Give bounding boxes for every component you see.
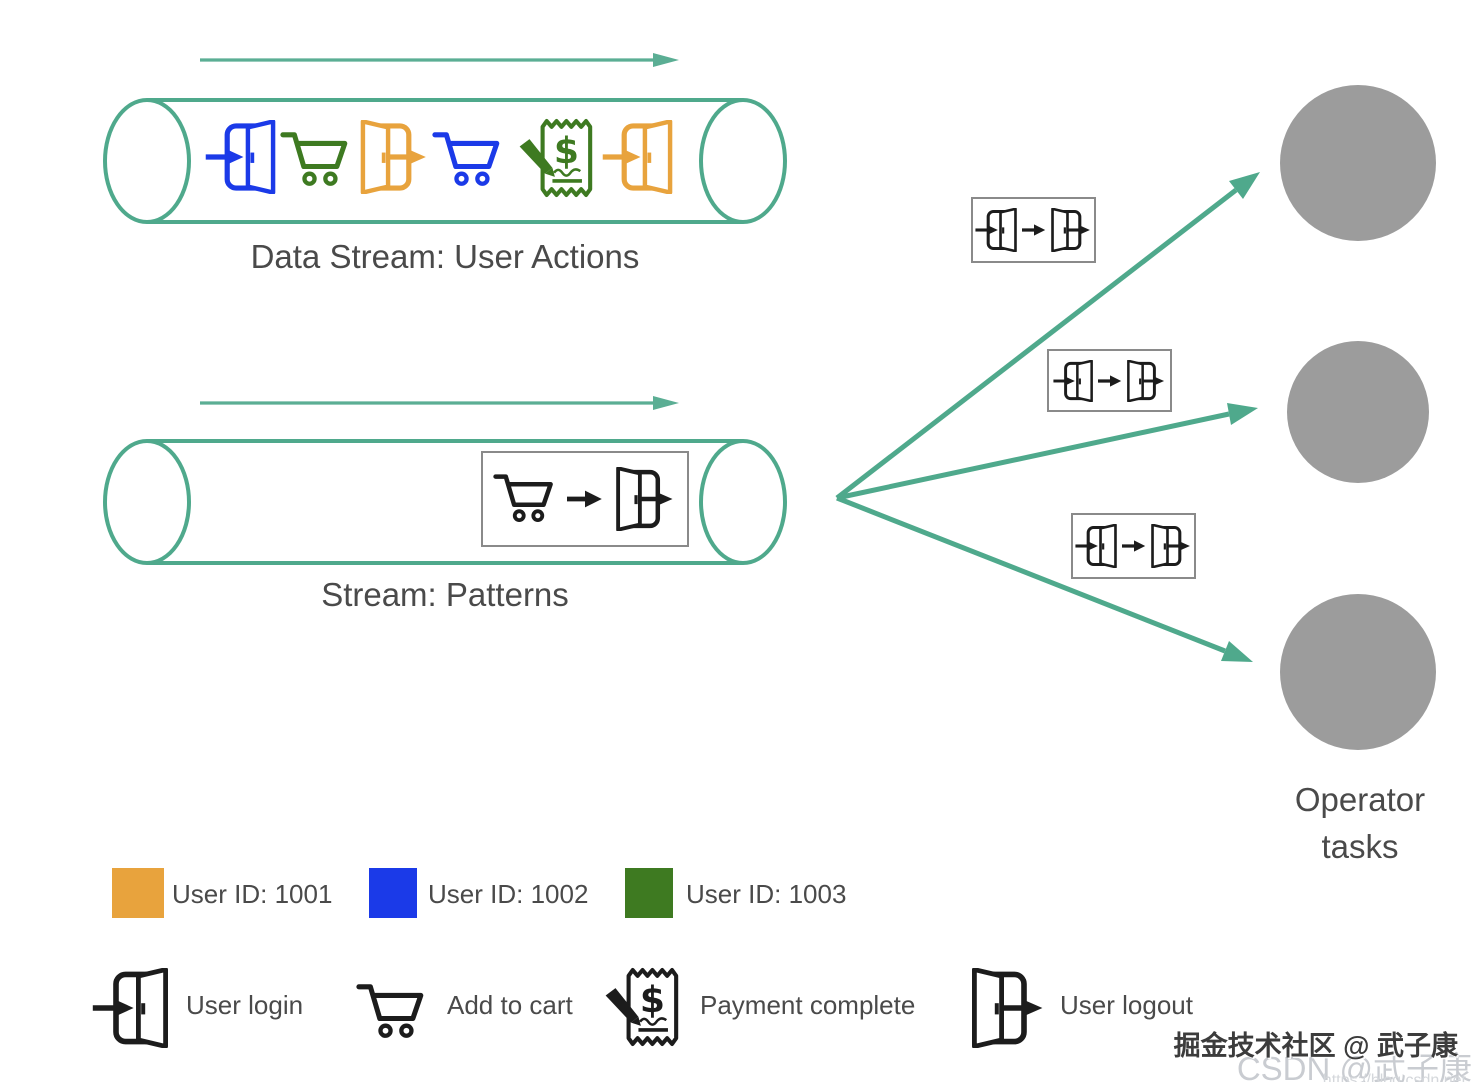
- user-login-icon: [1075, 524, 1119, 568]
- operator-label-line2: tasks: [1321, 828, 1399, 865]
- legend-icon: [604, 966, 686, 1048]
- legend-icon-label: Payment complete: [700, 990, 916, 1020]
- user-login-icon: [92, 968, 172, 1048]
- patterns-stream-cylinder: [103, 439, 787, 565]
- user-color-swatch: [112, 868, 164, 918]
- user-color-label: User ID: 1002: [428, 879, 589, 909]
- operator-task-circle-1: [1280, 85, 1436, 241]
- user-color-swatch: [369, 868, 417, 918]
- watermark-url: https://blog.csdn.net: [1322, 1072, 1466, 1082]
- pattern-box-main: [481, 451, 689, 547]
- stream-event: [432, 124, 504, 196]
- add-to-cart-icon: [356, 976, 428, 1048]
- arrow-right-icon: [567, 489, 603, 509]
- legend-icon: [968, 968, 1048, 1048]
- flow-direction-arrow-top: [200, 53, 679, 67]
- legend-icon: [356, 976, 428, 1048]
- add-to-cart-icon: [280, 124, 352, 196]
- user-logout-icon: [357, 120, 431, 194]
- fanout-arrows: [835, 172, 1260, 662]
- stream-event: [205, 120, 279, 194]
- legend-icon: [92, 968, 172, 1048]
- watermark-juejin: 掘金技术社区 @ 武子康: [1173, 1031, 1458, 1061]
- flow-direction-arrow-bottom: [200, 396, 679, 410]
- legend-icon-label: User logout: [1060, 990, 1193, 1020]
- user-color-label: User ID: 1001: [172, 879, 333, 909]
- operator-tasks-label: Operator tasks: [1240, 776, 1474, 870]
- stream-event: [518, 117, 600, 199]
- operator-label-line1: Operator: [1294, 781, 1426, 818]
- task-pattern-box: [1047, 349, 1172, 412]
- operator-task-circle-2: [1287, 341, 1429, 483]
- watermark-csdn: CSDN @武子康: [1236, 1050, 1472, 1082]
- legend-icon-label: Add to cart: [447, 990, 573, 1020]
- user-login-icon: [975, 208, 1019, 252]
- operator-task-circle-3: [1280, 594, 1436, 750]
- payment-complete-icon: [518, 117, 600, 199]
- arrow-right-icon: [1022, 223, 1046, 237]
- user-login-icon: [602, 120, 676, 194]
- payment-complete-icon: [604, 966, 686, 1048]
- user-actions-stream-label: Data Stream: User Actions: [250, 238, 640, 275]
- add-to-cart-icon: [493, 467, 557, 531]
- user-logout-icon: [968, 968, 1048, 1048]
- user-logout-icon: [1049, 208, 1093, 252]
- user-color-swatch: [625, 868, 673, 918]
- user-logout-icon: [1149, 524, 1193, 568]
- user-actions-stream-cylinder: [103, 98, 787, 224]
- user-logout-icon: [613, 467, 677, 531]
- task-pattern-box: [1071, 513, 1196, 579]
- user-login-icon: [1053, 360, 1095, 402]
- stream-event: [280, 124, 352, 196]
- stream-event: [357, 120, 431, 194]
- user-logout-icon: [1125, 360, 1167, 402]
- patterns-stream-label: Stream: Patterns: [321, 576, 569, 613]
- user-login-icon: [205, 120, 279, 194]
- user-color-label: User ID: 1003: [686, 879, 847, 909]
- add-to-cart-icon: [432, 124, 504, 196]
- arrow-right-icon: [1098, 374, 1122, 388]
- arrow-right-icon: [1122, 539, 1146, 553]
- stream-event: [602, 120, 676, 194]
- legend-icon-label: User login: [186, 990, 304, 1020]
- task-pattern-box: [971, 197, 1096, 263]
